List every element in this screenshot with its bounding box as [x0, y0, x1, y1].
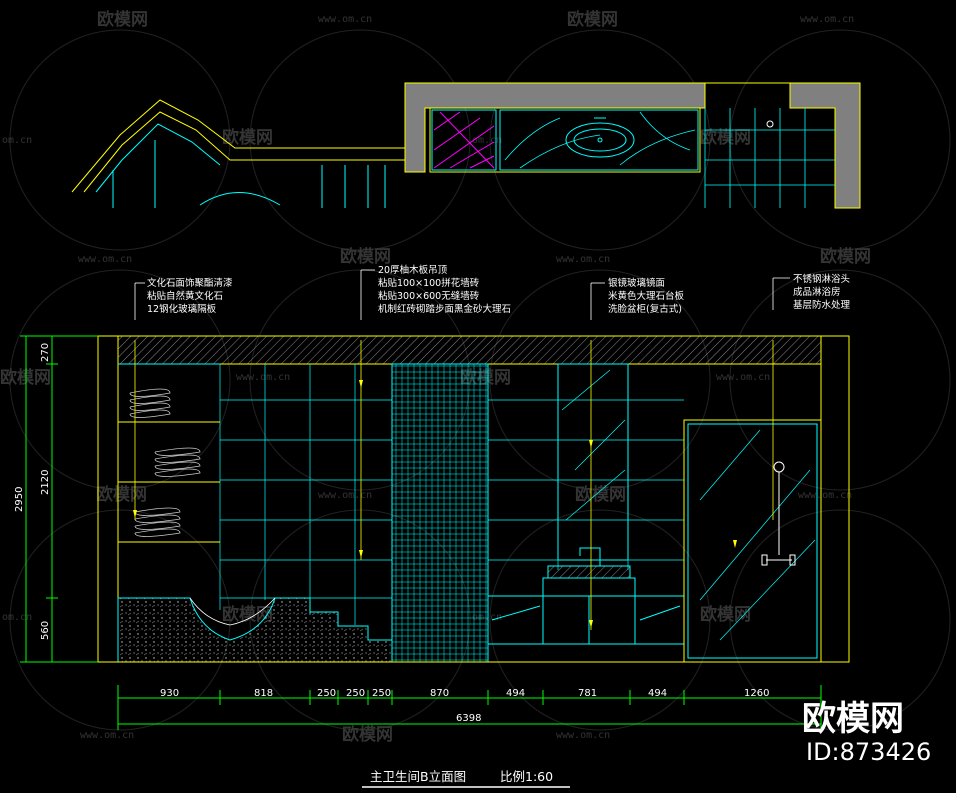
brand-logo-text: 欧模网 [802, 699, 904, 739]
annotation-text: 银镜玻璃镜面 [608, 277, 665, 289]
watermark-brand: 欧模网 [567, 9, 618, 30]
dimension-label: 1260 [744, 688, 769, 699]
annotation-text: 机制红砖砌踏步面黑金砂大理石 [378, 303, 511, 315]
annotation-text: 20厚柚木板吊顶 [378, 264, 448, 276]
annotation-text: 基层防水处理 [793, 299, 851, 311]
watermark-url: www.om.cn [798, 490, 852, 501]
dimension-label: 781 [578, 688, 597, 699]
plan-counter [429, 107, 701, 173]
annotation-text: 粘贴300×600无缝墙砖 [378, 290, 480, 302]
annotations-left: 文化石面饰聚酯清漆 粘贴自然黄文化石 12钢化玻璃隔板 [147, 277, 233, 315]
watermark-url: www.om.cn [80, 730, 134, 741]
wall-tile-grid [219, 364, 392, 625]
watermark-url: www.om.cn [556, 254, 610, 265]
watermark-brand: 欧模网 [340, 246, 391, 267]
shower-enclosure [683, 419, 822, 663]
dimension-total: 2950 [14, 487, 25, 512]
annotations-right1: 银镜玻璃镜面 米黄色大理石台板 洗脸盆柜(复古式) [608, 277, 685, 315]
dimension-horizontal: 930 818 250 250 250 870 494 781 494 1260… [117, 685, 822, 730]
watermark-url: www.om.cn [716, 372, 770, 383]
watermark-url: www.om.cn [556, 730, 610, 741]
watermark-brand: 欧模网 [700, 127, 751, 148]
mosaic-column [391, 363, 489, 663]
annotation-text: 米黄色大理石台板 [608, 290, 685, 302]
dimension-label: 270 [40, 343, 51, 362]
watermark-brand: 欧模网 [342, 724, 393, 745]
mirror [557, 363, 629, 561]
shower-head [761, 461, 796, 566]
stone-tub [117, 597, 393, 663]
dimension-vertical: 270 2120 560 2950 [14, 335, 98, 663]
watermark-url: www.om.cn [800, 14, 854, 25]
watermark-url: www.om.cn [318, 490, 372, 501]
dimension-label: 560 [40, 621, 51, 640]
drawing-title: 主卫生间B立面图 比例1:60 [362, 769, 570, 788]
dimension-label: 818 [254, 688, 273, 699]
watermark-brand: 欧模网 [575, 484, 626, 505]
watermark-brand: 欧模网 [820, 246, 871, 267]
annotation-text: 洗脸盆柜(复古式) [608, 303, 682, 315]
dimension-label: 250 [372, 688, 391, 699]
plan-basin [565, 122, 635, 158]
dimension-label: 2120 [40, 470, 51, 495]
vanity-cabinet [487, 547, 685, 645]
watermark-url: www.om.cn [236, 372, 290, 383]
watermark-brand: 欧模网 [96, 484, 147, 505]
watermark-url: om.cn [2, 612, 32, 623]
dimension-label: 494 [648, 688, 667, 699]
watermark-brand: 欧模网 [222, 127, 273, 148]
watermark-brand: 欧模网 [97, 9, 148, 30]
annotation-text: 粘贴100×100拼花墙砖 [378, 277, 480, 289]
annotations-middle: 20厚柚木板吊顶 粘贴100×100拼花墙砖 粘贴300×600无缝墙砖 机制红… [378, 264, 511, 315]
ceiling-band [117, 335, 822, 365]
model-id: ID:873426 [806, 738, 931, 766]
dimension-label: 250 [346, 688, 365, 699]
drawing-title-text: 主卫生间B立面图 [370, 769, 466, 784]
towel-rolls [129, 388, 201, 537]
plan-shower-grid [704, 108, 835, 208]
dimension-total: 6398 [456, 713, 481, 724]
annotation-text: 成品淋浴房 [793, 286, 841, 298]
brand-badge: 欧模网 ID:873426 [802, 699, 931, 766]
dimension-label: 930 [160, 688, 179, 699]
glass-shelves [118, 421, 220, 543]
annotation-text: 12钢化玻璃隔板 [147, 303, 217, 315]
annotation-text: 不锈钢淋浴头 [793, 273, 850, 285]
watermark-url: om.cn [2, 135, 32, 146]
plan-roof-outline [71, 99, 405, 193]
dimension-label: 870 [430, 688, 449, 699]
drawing-scale-text: 比例1:60 [500, 769, 553, 784]
leader-lines [134, 269, 790, 320]
watermark-brand: 欧模网 [700, 604, 751, 625]
watermark-url: om.cn [472, 135, 502, 146]
leader-arrows [133, 380, 737, 628]
annotations-right2: 不锈钢淋浴头 成品淋浴房 基层防水处理 [793, 273, 851, 311]
watermark-brand: 欧模网 [222, 604, 273, 625]
annotation-text: 粘贴自然黄文化石 [147, 290, 223, 302]
watermark-url: www.om.cn [318, 14, 372, 25]
dimension-label: 250 [317, 688, 336, 699]
elevation-view [97, 335, 850, 663]
annotation-text: 文化石面饰聚酯清漆 [147, 277, 233, 289]
dimension-label: 494 [506, 688, 525, 699]
watermark-url: www.om.cn [78, 254, 132, 265]
plan-view [71, 82, 861, 209]
